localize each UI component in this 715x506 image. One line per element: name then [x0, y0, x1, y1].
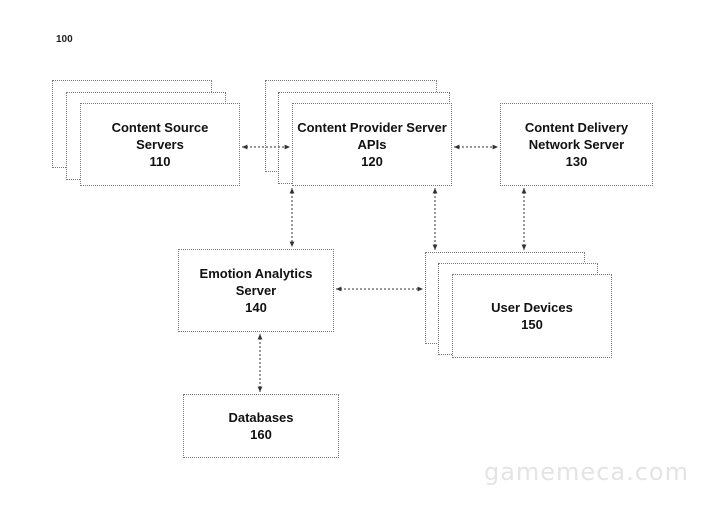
- content-source-servers-box: Content Source Servers 110: [80, 103, 240, 186]
- emotion-analytics-server-box: Emotion Analytics Server 140: [178, 249, 334, 332]
- databases-label: Databases: [228, 410, 294, 425]
- content-delivery-network-box: Content Delivery Network Server 130: [500, 103, 653, 186]
- user-devices-number: 150: [521, 317, 543, 332]
- user-devices-box: User Devices 150: [452, 274, 612, 358]
- databases-number: 160: [250, 427, 272, 442]
- figure-label: 100: [56, 34, 73, 45]
- user-devices-label: User Devices: [491, 300, 573, 315]
- content-provider-label-1: Content Provider Server: [297, 120, 447, 135]
- content-source-number: 110: [149, 154, 171, 169]
- content-source-label-2: Servers: [136, 137, 184, 152]
- cdn-label-1: Content Delivery: [524, 120, 629, 135]
- content-provider-server-box: Content Provider Server APIs 120: [292, 103, 452, 186]
- content-provider-label-2: APIs: [357, 137, 387, 152]
- cdn-number: 130: [565, 154, 588, 169]
- databases-box: Databases 160: [183, 394, 339, 458]
- cdn-label-2: Network Server: [528, 137, 625, 152]
- watermark-text: gamemeca.com: [483, 458, 689, 486]
- content-source-label-1: Content Source: [111, 120, 209, 135]
- content-provider-number: 120: [361, 154, 383, 169]
- emotion-label: Emotion Analytics Server: [199, 266, 313, 298]
- emotion-number: 140: [245, 300, 267, 315]
